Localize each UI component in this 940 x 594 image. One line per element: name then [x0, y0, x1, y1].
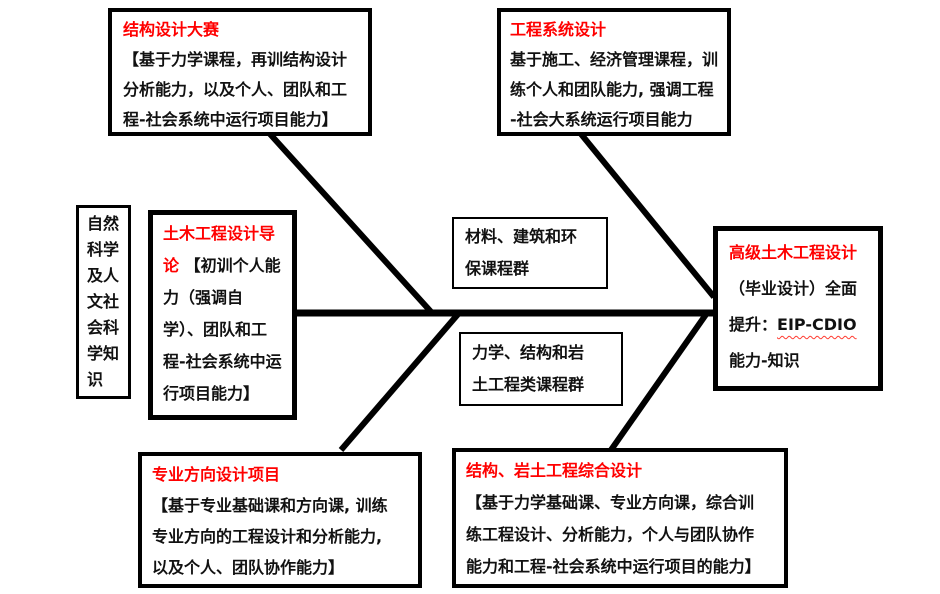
box-materials-courses: 材料、建筑和环 保课程群	[452, 217, 608, 289]
box-mechanics-courses: 力学、结构和岩 土工程类课程群	[459, 332, 623, 406]
box-major-direction: 专业方向设计项目 【基于专业基础课和方向课, 训练 专业方向的工程设计和分析能力…	[138, 452, 422, 588]
box-major-direction-title: 专业方向设计项目	[152, 465, 281, 484]
box-intro-design: 土木工程设计导论 【初训个人能力（强调自学）、团队和工程-社会系统中运行项目能力…	[148, 210, 297, 420]
box-structure-contest-title: 结构设计大赛	[123, 20, 220, 39]
box-materials-courses-text: 材料、建筑和环 保课程群	[465, 227, 578, 278]
box-structure-contest-body: 【基于力学课程，再训结构设计 分析能力，以及个人、团队和工 程-社会系统中运行项…	[123, 50, 348, 129]
connector-major-direction	[338, 311, 462, 452]
box-structure-contest: 结构设计大赛 【基于力学课程，再训结构设计 分析能力，以及个人、团队和工 程-社…	[108, 8, 372, 136]
box-intro-design-body: 【初训个人能力（强调自学）、团队和工程-社会系统中运行项目能力】	[163, 256, 282, 403]
box-comprehensive-design: 结构、岩土工程综合设计 【基于力学基础课、专业方向课，综合训 练工程设计、分析能…	[452, 448, 788, 588]
box-comprehensive-design-body: 【基于力学基础课、专业方向课，综合训 练工程设计、分析能力，个人与团队协作 能力…	[466, 493, 761, 576]
connector-comprehensive-design	[608, 311, 710, 452]
box-advanced-design-body-pre: （毕业设计）全面提升：	[729, 279, 858, 334]
box-knowledge-tail-text: 自然科学及人文社会科学知识	[87, 214, 120, 389]
box-advanced-design: 高级土木工程设计 （毕业设计）全面提升：EIP-CDIO 能力-知识	[713, 226, 883, 391]
box-comprehensive-design-title: 结构、岩土工程综合设计	[466, 461, 643, 480]
box-engineering-system-title: 工程系统设计	[510, 20, 607, 39]
box-advanced-design-eip-cdio: EIP-CDIO	[777, 315, 857, 334]
box-advanced-design-body-post: 能力-知识	[729, 351, 800, 370]
connector-structure-contest	[267, 131, 436, 317]
connector-engineering-system	[578, 132, 717, 299]
box-advanced-design-title: 高级土木工程设计	[729, 243, 858, 262]
box-engineering-system: 工程系统设计 基于施工、经济管理课程，训 练个人和团队能力, 强调工程 -社会大…	[497, 8, 731, 136]
box-knowledge-tail: 自然科学及人文社会科学知识	[76, 205, 131, 399]
box-intro-design-title: 土木工程设计导论	[163, 224, 276, 275]
box-engineering-system-body: 基于施工、经济管理课程，训 练个人和团队能力, 强调工程 -社会大系统运行项目能…	[510, 50, 719, 129]
box-major-direction-body: 【基于专业基础课和方向课, 训练 专业方向的工程设计和分析能力, 以及个人、团队…	[152, 496, 388, 577]
box-mechanics-courses-text: 力学、结构和岩 土工程类课程群	[472, 343, 585, 394]
box-advanced-design-body: （毕业设计）全面提升：EIP-CDIO 能力-知识	[729, 279, 857, 370]
